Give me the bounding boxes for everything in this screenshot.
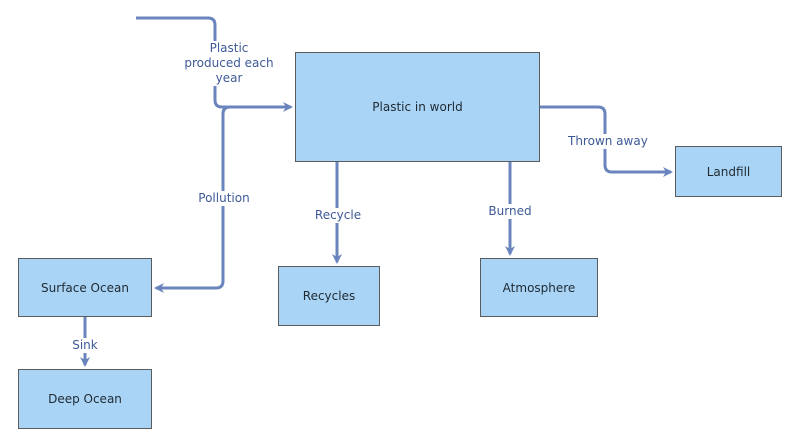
node-label: Plastic in world — [372, 100, 463, 114]
edge-label-thrown-away: Thrown away — [568, 134, 648, 149]
node-recycles[interactable]: Recycles — [278, 266, 380, 326]
edge-label-pollution: Pollution — [196, 191, 252, 206]
node-label: Landfill — [706, 164, 751, 179]
edge-label-sink: Sink — [71, 338, 99, 353]
edge-label-burned: Burned — [487, 204, 533, 219]
edge-label-plastic-produced: Plastic produced each year — [170, 41, 288, 86]
edge-label-recycle: Recycle — [313, 208, 363, 223]
node-label: Atmosphere — [502, 280, 576, 295]
node-deep-ocean[interactable]: Deep Ocean — [18, 369, 152, 429]
node-label: Recycles — [302, 289, 356, 303]
node-plastic-in-world[interactable]: Plastic in world — [295, 52, 540, 162]
node-landfill[interactable]: Landfill — [675, 146, 782, 197]
node-atmosphere[interactable]: Atmosphere — [480, 258, 598, 317]
node-label: Surface Ocean — [41, 280, 129, 295]
node-surface-ocean[interactable]: Surface Ocean — [18, 258, 152, 317]
node-label: Deep Ocean — [48, 392, 122, 406]
